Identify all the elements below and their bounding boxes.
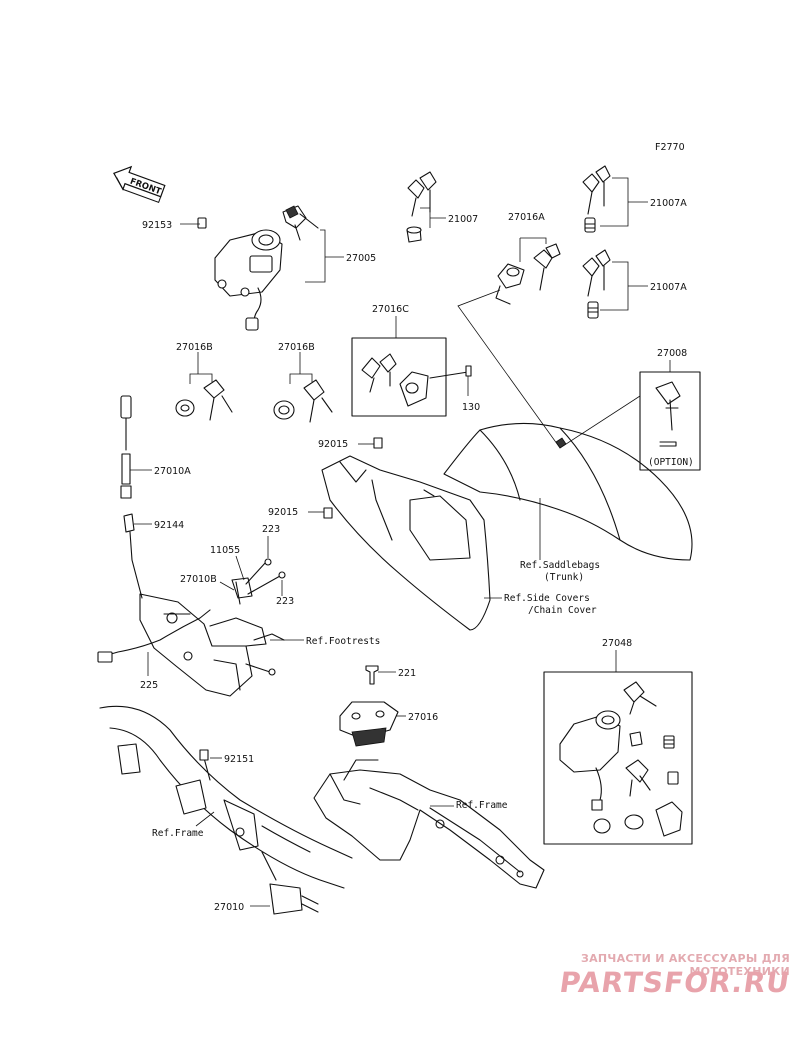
switch-27010A: [120, 395, 143, 599]
side-cover: [321, 437, 491, 631]
lock-27016B-right: [273, 379, 333, 423]
label-27010: 27010: [214, 902, 244, 913]
ref-saddlebags-trunk: (Trunk): [544, 572, 584, 583]
label-221: 221: [398, 668, 416, 679]
label-27016C: 27016C: [372, 304, 409, 315]
footrest-bracket: [97, 558, 286, 697]
label-27010A: 27010A: [154, 466, 191, 477]
key-set-21007: [406, 171, 437, 243]
label-27016B-left: 27016B: [176, 342, 213, 353]
figure-code: F2770: [655, 142, 685, 153]
lock-27016B-left: [175, 379, 233, 421]
label-92144: 92144: [154, 520, 184, 531]
lock-27016A: [495, 243, 561, 305]
label-21007: 21007: [448, 214, 478, 225]
label-92151: 92151: [224, 754, 254, 765]
label-21007A-lower: 21007A: [650, 282, 687, 293]
key-set-21007A-upper: [582, 165, 611, 233]
label-27008: 27008: [657, 348, 687, 359]
label-92015-lower: 92015: [268, 507, 298, 518]
label-27016: 27016: [408, 712, 438, 723]
watermark-tagline: ЗАПЧАСТИ И АКСЕССУАРЫ ДЛЯ МОТОТЕХНИКИ: [580, 952, 790, 978]
lock-27016-assembly: [339, 665, 399, 747]
ref-side-covers: Ref.Side Covers: [504, 593, 590, 604]
ref-footrests: Ref.Footrests: [306, 636, 380, 647]
label-225: 225: [140, 680, 158, 691]
label-27005: 27005: [346, 253, 376, 264]
label-130: 130: [462, 402, 480, 413]
label-92015-upper: 92015: [318, 439, 348, 450]
label-21007A-upper: 21007A: [650, 198, 687, 209]
rear-frame: [313, 759, 545, 889]
frame-tube-left: [99, 705, 353, 889]
key-set-21007A-lower: [582, 249, 611, 319]
label-27010B: 27010B: [180, 574, 217, 585]
ref-chain-cover: /Chain Cover: [528, 605, 597, 616]
label-223-lower: 223: [276, 596, 294, 607]
ref-frame-right: Ref.Frame: [456, 800, 508, 811]
lock-set-27016C: [351, 337, 469, 417]
saddlebag-trunk: [443, 422, 693, 561]
switch-27010: [261, 851, 319, 915]
kit-27048: [543, 671, 693, 845]
key-27008-option: [639, 371, 701, 471]
ref-saddlebags: Ref.Saddlebags: [520, 560, 600, 571]
front-arrow-icon: FRONT: [113, 165, 166, 203]
option-label: (OPTION): [648, 457, 694, 468]
ignition-switch-27005: [197, 205, 319, 331]
label-27016B-right: 27016B: [278, 342, 315, 353]
label-27016A: 27016A: [508, 212, 545, 223]
label-27048: 27048: [602, 638, 632, 649]
label-92153: 92153: [142, 220, 172, 231]
label-11055: 11055: [210, 545, 240, 556]
label-223-upper: 223: [262, 524, 280, 535]
ref-frame-left: Ref.Frame: [152, 828, 204, 839]
watermark-logo: PARTSFOR.RU: [557, 966, 793, 999]
